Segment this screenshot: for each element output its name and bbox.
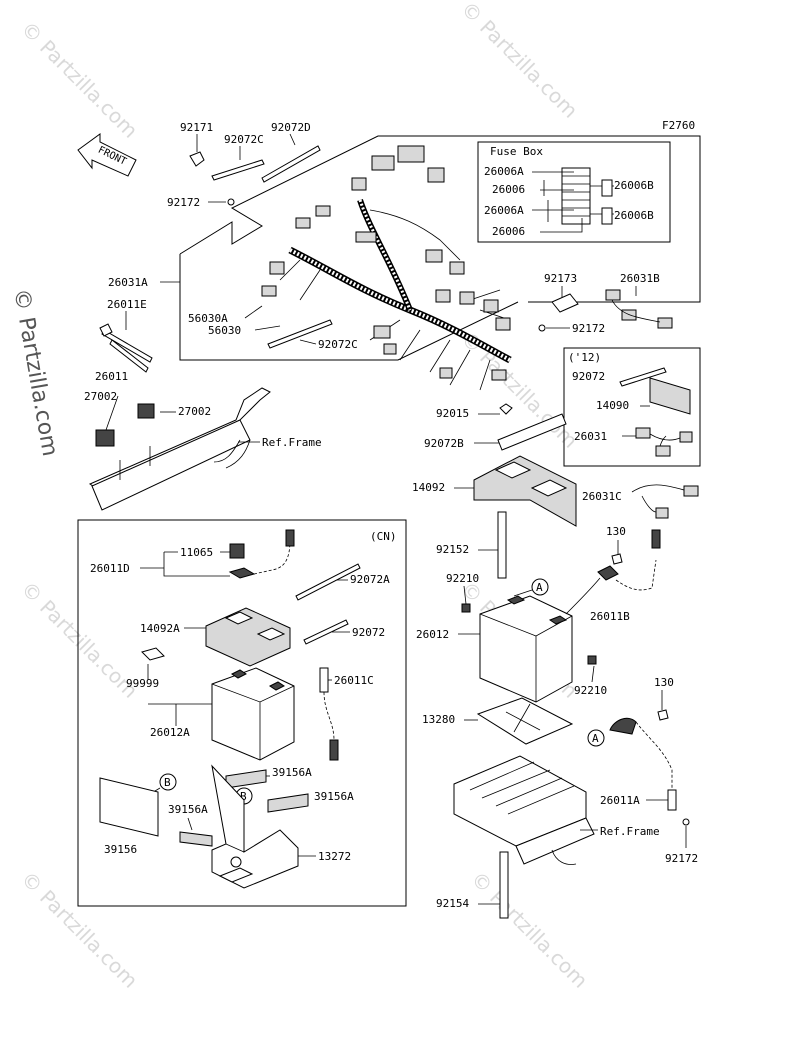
part-label-14092: 14092 bbox=[412, 481, 445, 494]
part-label-92152: 92152 bbox=[436, 543, 469, 556]
battery-bracket-group: 92015 92072B 14092 26031C 92152 bbox=[412, 403, 699, 579]
fuse-label-26006a: 26006A bbox=[484, 204, 524, 217]
cn-group-title: (CN) bbox=[370, 530, 397, 543]
part-label-92171: 92171 bbox=[180, 121, 213, 134]
fuse-label-26006a: 26006A bbox=[484, 165, 524, 178]
part-label-92072-cn: 92072 bbox=[352, 626, 385, 639]
part-label-56030: 56030 bbox=[208, 324, 241, 337]
part-label-26011c: 26011C bbox=[334, 674, 374, 687]
battery-26012-group: 130 92210 A 26012 26011B 92210 bbox=[416, 525, 661, 703]
callout-b-label: B bbox=[164, 776, 171, 789]
part-label-26011a: 26011A bbox=[600, 794, 640, 807]
fuse-box-title: Fuse Box bbox=[490, 145, 543, 158]
part-label-92173: 92173 bbox=[544, 272, 577, 285]
part-label-92072b: 92072B bbox=[424, 437, 464, 450]
part-label-14090: 14090 bbox=[596, 399, 629, 412]
part-label-39156: 39156 bbox=[104, 843, 137, 856]
part-label-26031c: 26031C bbox=[582, 490, 622, 503]
part-label-56030a: 56030A bbox=[188, 312, 228, 325]
variant-12-title: ('12) bbox=[568, 351, 601, 364]
part-label-26012a: 26012A bbox=[150, 726, 190, 739]
main-harness-group: 26031A 56030A 56030 92072C bbox=[108, 135, 701, 391]
callout-b bbox=[159, 773, 177, 791]
part-label-92154: 92154 bbox=[436, 897, 469, 910]
part-label-92172: 92172 bbox=[167, 196, 200, 209]
part-label-26031a: 26031A bbox=[108, 276, 148, 289]
callout-a-label: A bbox=[592, 732, 599, 745]
left-bolt-group: 26011E 26011 27002 27002 bbox=[84, 298, 211, 447]
part-label-92072a: 92072A bbox=[350, 573, 390, 586]
variant-12-inset: ('12) 92072 14090 26031 bbox=[563, 347, 701, 467]
fuse-label-26006: 26006 bbox=[492, 225, 525, 238]
part-label-92172-right: 92172 bbox=[572, 322, 605, 335]
part-label-92072c: 92072C bbox=[224, 133, 264, 146]
callout-a-label: A bbox=[536, 581, 543, 594]
watermark-vertical: © Partzilla.com bbox=[8, 287, 62, 459]
part-label-26012: 26012 bbox=[416, 628, 449, 641]
battery-tray-group: 13280 130 A 26011A 92172 Ref.Frame 92154 bbox=[422, 676, 698, 919]
watermark: © Partzilla.com bbox=[16, 17, 142, 143]
callout-b-label: B bbox=[240, 790, 247, 803]
part-label-92210-lower: 92210 bbox=[574, 684, 607, 697]
part-label-99999: 99999 bbox=[126, 677, 159, 690]
part-label-92072c-lower: 92072C bbox=[318, 338, 358, 351]
wire-harness-26031a bbox=[261, 145, 512, 391]
part-label-92015: 92015 bbox=[436, 407, 469, 420]
part-label-26031b: 26031B bbox=[620, 272, 660, 285]
part-label-11065: 11065 bbox=[180, 546, 213, 559]
part-label-26011b: 26011B bbox=[590, 610, 630, 623]
part-label-130-lower: 130 bbox=[654, 676, 674, 689]
part-label-26011e: 26011E bbox=[107, 298, 147, 311]
callout-a bbox=[531, 578, 549, 596]
part-label-39156a: 39156A bbox=[168, 803, 208, 816]
part-label-92172-lower: 92172 bbox=[665, 852, 698, 865]
part-label-27002-right: 27002 bbox=[178, 405, 211, 418]
watermark: © Partzilla.com bbox=[16, 867, 142, 993]
ref-frame-label-lower: Ref.Frame bbox=[600, 825, 660, 838]
part-label-92072d: 92072D bbox=[271, 121, 311, 134]
fuse-label-26006: 26006 bbox=[492, 183, 525, 196]
part-label-39156a: 39156A bbox=[272, 766, 312, 779]
part-label-92210: 92210 bbox=[446, 572, 479, 585]
fuse-label-26006b: 26006B bbox=[614, 209, 654, 222]
right-top-parts: 92173 26031B 92172 bbox=[538, 272, 673, 335]
fuse-label-26006b: 26006B bbox=[614, 179, 654, 192]
part-label-14092a: 14092A bbox=[140, 622, 180, 635]
part-label-26011: 26011 bbox=[95, 370, 128, 383]
part-label-39156a: 39156A bbox=[314, 790, 354, 803]
watermark: © Partzilla.com bbox=[466, 867, 592, 993]
frame-left-ref: Ref.Frame bbox=[88, 387, 322, 511]
top-small-parts: 92171 92072C 92072D 92172 bbox=[167, 121, 321, 209]
fuse-box-inset: Fuse Box 26006A 26006 26006A 26006 26006… bbox=[477, 141, 671, 243]
part-label-92072: 92072 bbox=[572, 370, 605, 383]
callout-a bbox=[587, 729, 605, 747]
cn-group: (CN) 11065 26011D 92072A 14092A 92072 99… bbox=[77, 519, 407, 907]
part-label-13280: 13280 bbox=[422, 713, 455, 726]
watermark: © Partzilla.com bbox=[456, 0, 582, 123]
part-label-27002-left: 27002 bbox=[84, 390, 117, 403]
ref-frame-label: Ref.Frame bbox=[262, 436, 322, 449]
figure-code: F2760 bbox=[662, 119, 695, 132]
watermark: © Partzilla.com bbox=[16, 577, 142, 703]
part-label-26011d: 26011D bbox=[90, 562, 130, 575]
part-label-26031: 26031 bbox=[574, 430, 607, 443]
part-label-13272: 13272 bbox=[318, 850, 351, 863]
part-label-130: 130 bbox=[606, 525, 626, 538]
